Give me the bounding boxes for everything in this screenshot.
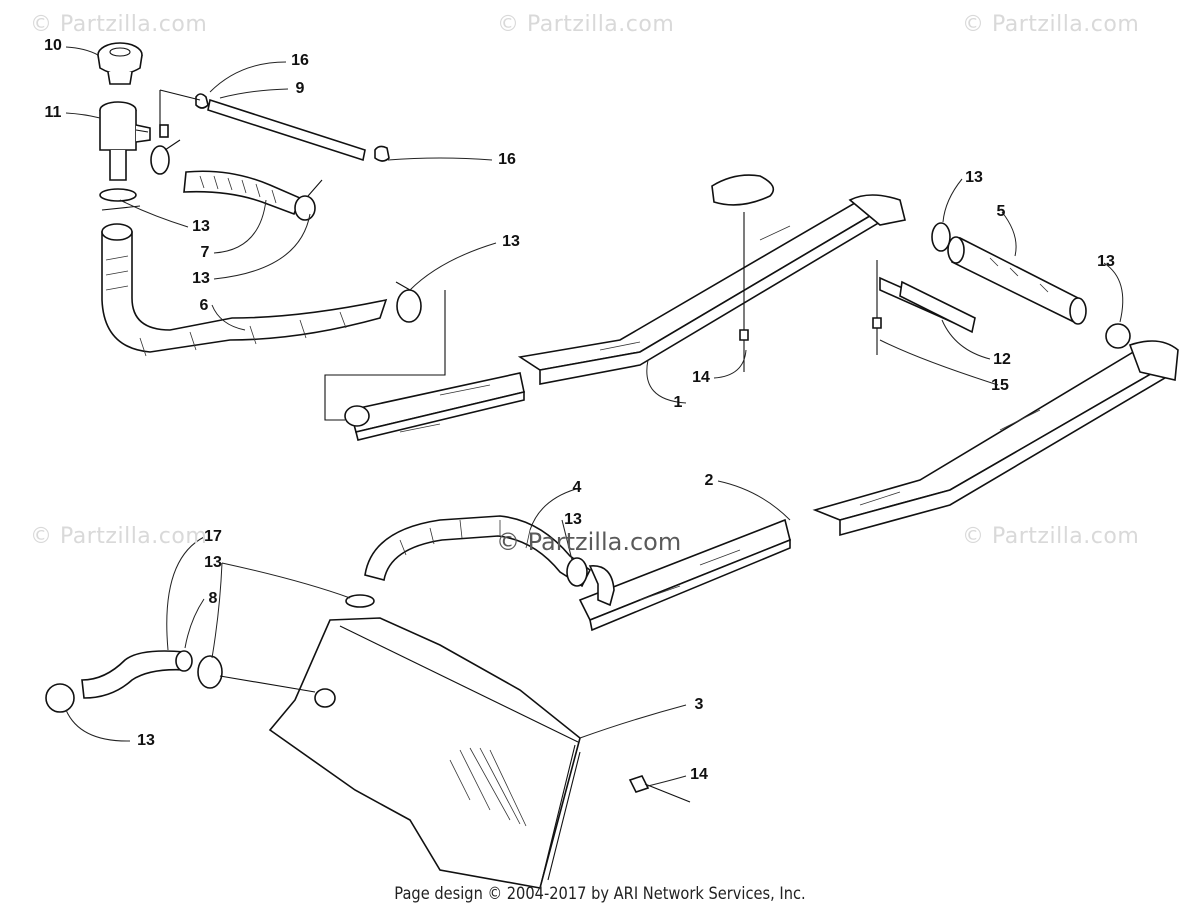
- short-hose-part[interactable]: [150, 139, 323, 221]
- callout-12[interactable]: 12: [993, 351, 1011, 368]
- callout-14-upper[interactable]: 14: [692, 369, 710, 386]
- callout-7[interactable]: 7: [200, 244, 210, 261]
- callout-13-filler[interactable]: 13: [192, 218, 210, 235]
- callout-13-right-top[interactable]: 13: [965, 169, 983, 186]
- upper-heat-exchanger-part[interactable]: [344, 174, 906, 441]
- callout-2[interactable]: 2: [704, 472, 714, 489]
- watermark-top-left: © Partzilla.com: [30, 12, 208, 37]
- front-hose-part[interactable]: [345, 515, 615, 608]
- long-hose-part[interactable]: [101, 223, 422, 357]
- copyright-footer: Page design © 2004-2017 by ARI Network S…: [394, 884, 806, 904]
- callout-16-right[interactable]: 16: [498, 151, 516, 168]
- right-hose-part[interactable]: [931, 222, 1131, 349]
- watermark-top-right: © Partzilla.com: [962, 12, 1140, 37]
- callout-5[interactable]: 5: [996, 203, 1006, 220]
- bracket-part[interactable]: [879, 276, 976, 334]
- callout-13-front[interactable]: 13: [564, 511, 582, 528]
- callout-13-bottom[interactable]: 13: [137, 732, 155, 749]
- assembly-guide-lines: [324, 290, 446, 421]
- callout-6[interactable]: 6: [199, 297, 209, 314]
- callout-13-lower[interactable]: 13: [204, 554, 222, 571]
- overflow-tube-part[interactable]: [159, 89, 390, 162]
- callout-13-right[interactable]: 13: [1097, 253, 1115, 270]
- watermark-top-center: © Partzilla.com: [497, 12, 675, 37]
- skid-plate-part[interactable]: [268, 617, 581, 889]
- callout-9[interactable]: 9: [295, 80, 305, 97]
- callout-8[interactable]: 8: [208, 590, 218, 607]
- rivet-part-3[interactable]: [628, 775, 691, 803]
- callout-14-lower[interactable]: 14: [690, 766, 708, 783]
- callout-1[interactable]: 1: [673, 394, 683, 411]
- leader-lines: [65, 46, 1124, 787]
- radiator-cap-part[interactable]: [97, 42, 143, 85]
- callout-4[interactable]: 4: [572, 479, 582, 496]
- watermark-center: © Partzilla.com: [496, 528, 682, 556]
- callout-16-top[interactable]: 16: [291, 52, 309, 69]
- lower-heat-exchanger-part[interactable]: [578, 340, 1179, 632]
- callout-13-hose[interactable]: 13: [192, 270, 210, 287]
- bottom-hose-part[interactable]: [45, 650, 316, 713]
- callout-17[interactable]: 17: [204, 528, 222, 545]
- filler-neck-part[interactable]: [99, 101, 169, 181]
- rivet-part-2[interactable]: [872, 260, 882, 355]
- callout-10[interactable]: 10: [44, 37, 62, 54]
- callout-13-long-hose[interactable]: 13: [502, 233, 520, 250]
- rivet-part[interactable]: [739, 329, 749, 372]
- callout-11[interactable]: 11: [44, 104, 62, 121]
- watermark-mid-left: © Partzilla.com: [30, 524, 208, 549]
- callout-15[interactable]: 15: [991, 377, 1009, 394]
- callout-3[interactable]: 3: [694, 696, 704, 713]
- watermark-mid-right: © Partzilla.com: [962, 524, 1140, 549]
